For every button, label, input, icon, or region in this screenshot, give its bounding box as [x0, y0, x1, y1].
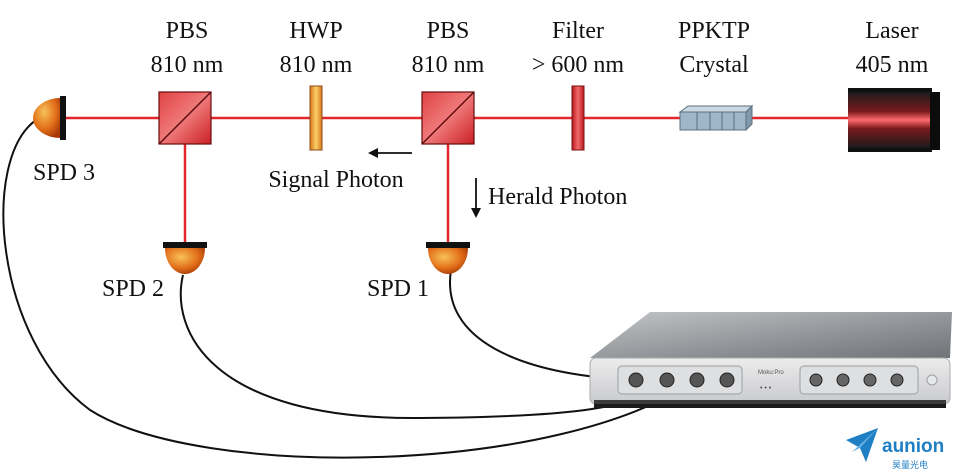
output-port-1	[809, 373, 823, 387]
component-labels: PBS 810 nm HWP 810 nm PBS 810 nm Filter …	[151, 18, 929, 78]
label-spd3: SPD 3	[33, 160, 95, 186]
output-port-2	[836, 373, 850, 387]
label-laser-wavelength: 405 nm	[856, 52, 929, 78]
arrow-down-icon	[471, 208, 481, 218]
label-hwp-wavelength: 810 nm	[280, 52, 353, 78]
aunion-logo: aunion 昊量光电	[846, 428, 944, 470]
device-status-dots: • • •	[760, 385, 772, 392]
spd1-detector	[426, 242, 470, 274]
label-pbs-left-wavelength: 810 nm	[151, 52, 224, 78]
logo-name: aunion	[882, 436, 944, 457]
label-pbs-mid-name: PBS	[427, 18, 470, 44]
input-port-4	[719, 372, 735, 388]
pbs-mid-cube	[421, 91, 475, 145]
label-spd2: SPD 2	[102, 276, 164, 302]
label-hwp-name: HWP	[289, 18, 342, 44]
filter-optic	[571, 85, 585, 151]
cable-spd3	[2, 119, 696, 459]
label-pbs-mid-wavelength: 810 nm	[412, 52, 485, 78]
ppktp-crystal	[678, 104, 754, 132]
output-port-3	[863, 373, 877, 387]
pbs-left-cube	[158, 91, 212, 145]
input-port-group	[617, 365, 743, 395]
logo-subtext: 昊量光电	[892, 459, 928, 470]
power-button-icon	[926, 374, 938, 386]
herald-photon-annotation: Herald Photon	[471, 178, 627, 218]
time-tagger-device: Moku:Pro • • •	[589, 312, 952, 408]
arrow-left-icon	[368, 148, 378, 158]
input-port-2	[659, 372, 675, 388]
spd2-detector	[163, 242, 207, 274]
device-model-label: Moku:Pro	[758, 370, 784, 376]
label-crystal-name: PPKTP	[678, 18, 750, 44]
input-port-3	[689, 372, 705, 388]
signal-photon-annotation: Signal Photon	[268, 148, 412, 193]
laser-source	[848, 88, 940, 152]
label-filter-name: Filter	[552, 18, 604, 44]
label-crystal-type: Crystal	[679, 52, 749, 78]
label-spd1: SPD 1	[367, 276, 429, 302]
label-laser-name: Laser	[865, 18, 918, 44]
label-signal-photon: Signal Photon	[268, 167, 403, 193]
input-port-1	[628, 372, 644, 388]
output-port-4	[890, 373, 904, 387]
label-pbs-left-name: PBS	[166, 18, 209, 44]
half-wave-plate	[309, 85, 323, 151]
label-filter-cutoff: > 600 nm	[532, 52, 625, 78]
label-herald-photon: Herald Photon	[488, 184, 627, 210]
output-port-group	[799, 365, 919, 395]
spd3-detector	[33, 96, 66, 140]
